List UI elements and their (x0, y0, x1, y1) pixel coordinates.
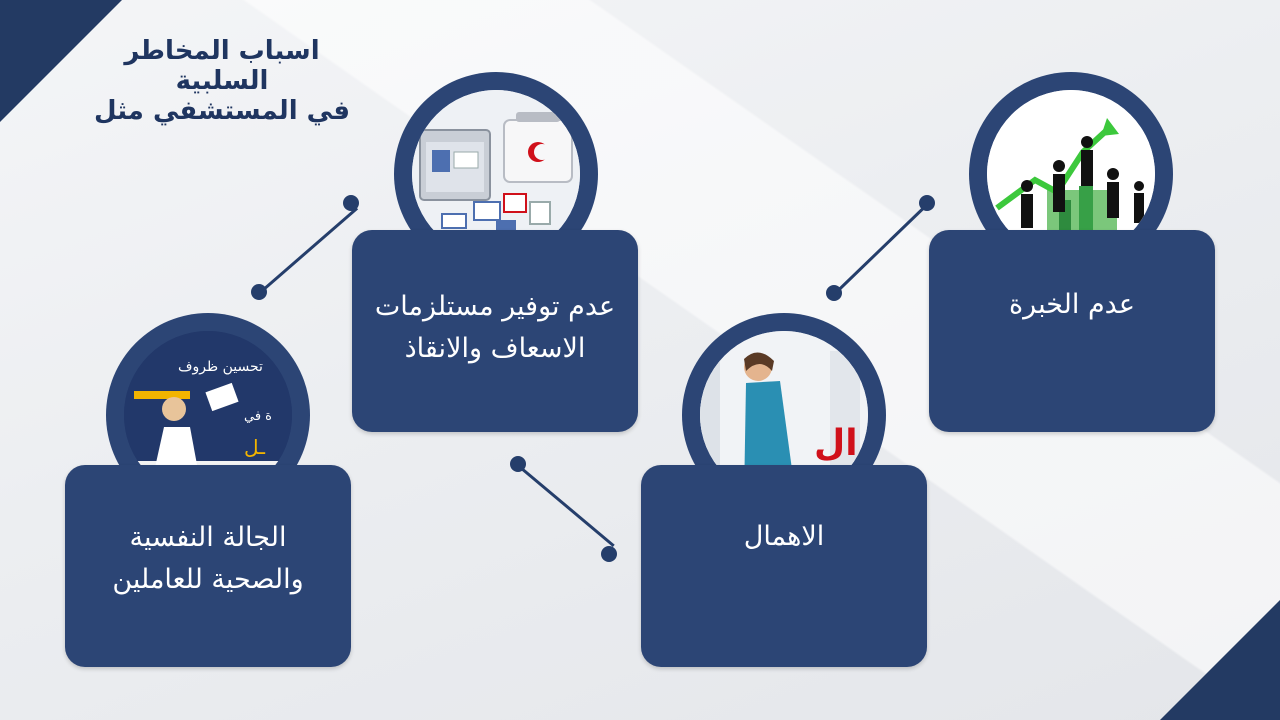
connector-line-1 (258, 207, 359, 295)
card-supplies[interactable]: عدم توفير مستلزمات الاسعاف والانقاذ (352, 230, 638, 432)
card-negligence-line-1: الاهمال (743, 521, 825, 552)
card-supplies-line-2: الاسعاف والانقاذ (404, 333, 586, 364)
connector-dot (343, 195, 359, 211)
card-wellbeing-line-2: والصحية للعاملين (112, 564, 304, 595)
wellbeing-image-text-2: ة في (244, 409, 272, 424)
card-experience[interactable]: عدم الخبرة (929, 230, 1215, 432)
title-line-1: اسباب المخاطر السلبية (124, 36, 320, 96)
wellbeing-image-text-1: تحسين ظروف (178, 359, 263, 375)
card-experience-line-1: عدم الخبرة (1009, 289, 1135, 320)
card-supplies-line-1: عدم توفير مستلزمات (374, 291, 616, 322)
card-wellbeing[interactable]: الجالة النفسية والصحية للعاملين (65, 465, 351, 667)
wellbeing-image-text-3: ـل (244, 435, 266, 459)
connector-dot (919, 195, 935, 211)
connector-line-3 (832, 207, 925, 296)
card-wellbeing-line-1: الجالة النفسية (129, 522, 287, 553)
negligence-image-text: ال (814, 423, 858, 464)
connector-dot (510, 456, 526, 472)
connector-dot (251, 284, 267, 300)
corner-decoration-top-left (0, 0, 122, 122)
card-negligence[interactable]: الاهمال (641, 465, 927, 667)
connector-line-2 (517, 464, 615, 547)
title-line-2: في المستشفي مثل (93, 96, 351, 126)
connector-dot (826, 285, 842, 301)
connector-dot (601, 546, 617, 562)
slide-title: اسباب المخاطر السلبية في المستشفي مثل (82, 36, 362, 126)
corner-decoration-bottom-right (1160, 600, 1280, 720)
